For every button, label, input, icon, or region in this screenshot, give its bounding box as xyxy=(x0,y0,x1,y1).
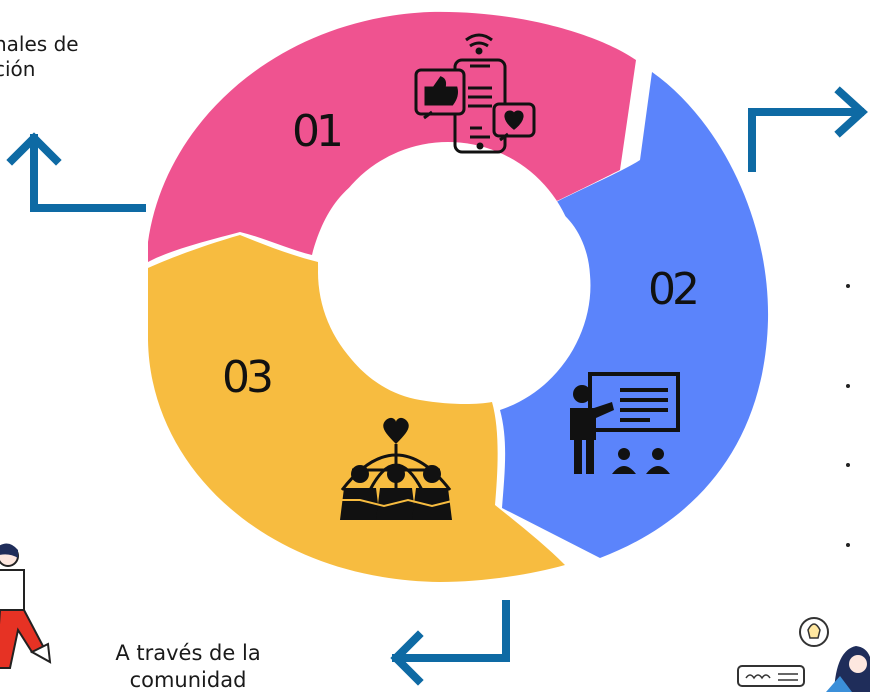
person-illustration-left xyxy=(0,543,52,669)
top-left-caption: nales de ción xyxy=(0,32,79,82)
bottom-caption-line1: A través de la xyxy=(115,641,261,665)
bullet-dot xyxy=(846,284,850,288)
bullet-dot xyxy=(846,463,850,467)
segment-02-number: 02 xyxy=(648,264,696,315)
top-left-caption-line1: nales de xyxy=(0,32,79,56)
bottom-caption-line2: comunidad xyxy=(129,668,247,692)
bottom-caption: A través de la comunidad xyxy=(92,640,284,694)
top-left-caption-line2: ción xyxy=(0,57,36,81)
presentation-teacher-icon xyxy=(570,372,680,474)
arrow-top-right xyxy=(748,86,868,172)
segment-01-number: 01 xyxy=(292,106,340,157)
idea-illustration-right xyxy=(737,617,870,692)
arrow-bottom xyxy=(390,600,510,686)
center-hole xyxy=(318,142,578,402)
segment-01 xyxy=(148,11,636,262)
segment-02 xyxy=(500,72,769,558)
social-media-phone-icon xyxy=(414,33,536,154)
segment-03 xyxy=(148,235,565,582)
bullet-dot xyxy=(846,384,850,388)
bullet-dot xyxy=(846,543,850,547)
community-globe-icon xyxy=(334,417,457,520)
segment-03-number: 03 xyxy=(222,352,271,403)
arrow-top-left xyxy=(6,132,146,212)
